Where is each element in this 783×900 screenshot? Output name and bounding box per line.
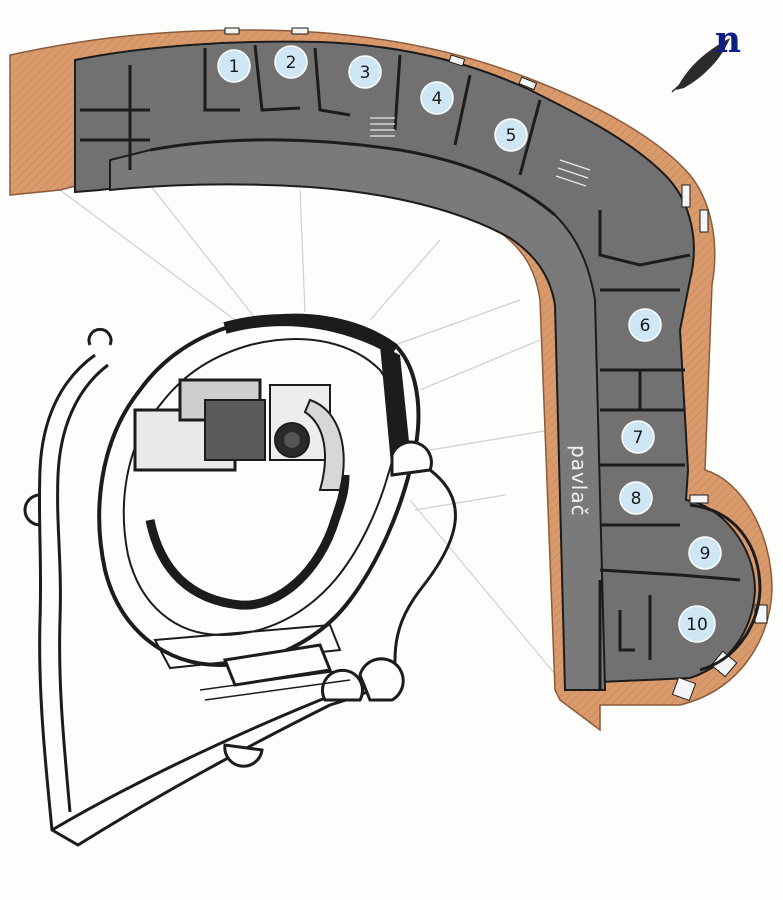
room-marker-4: 4	[420, 81, 454, 115]
room-number: 5	[506, 126, 517, 146]
room-number: 6	[640, 316, 651, 336]
feather-quill-icon	[671, 38, 730, 93]
room-marker-8: 8	[619, 481, 653, 515]
palace-wing	[9, 27, 773, 732]
projection-lines	[59, 184, 561, 681]
north-letter: n	[715, 19, 741, 61]
outer-fortification	[23, 327, 457, 847]
corridor-label: pavlač	[567, 445, 591, 517]
room-number: 2	[286, 53, 297, 73]
room-marker-3: 3	[348, 55, 382, 89]
room-marker-2: 2	[274, 45, 308, 79]
room-marker-5: 5	[494, 118, 528, 152]
room-marker-6: 6	[628, 308, 662, 342]
room-number: 3	[360, 63, 371, 83]
room-number: 8	[631, 489, 642, 509]
inner-castle	[97, 313, 433, 701]
room-number: 9	[700, 544, 711, 564]
room-marker-1: 1	[217, 49, 251, 83]
room-number: 7	[633, 428, 644, 448]
room-marker-9: 9	[688, 536, 722, 570]
room-number: 1	[229, 57, 240, 77]
room-number: 4	[432, 89, 443, 109]
north-arrow: n	[671, 19, 741, 93]
room-marker-7: 7	[621, 420, 655, 454]
room-marker-10: 10	[678, 605, 716, 643]
room-number: 10	[686, 615, 708, 635]
